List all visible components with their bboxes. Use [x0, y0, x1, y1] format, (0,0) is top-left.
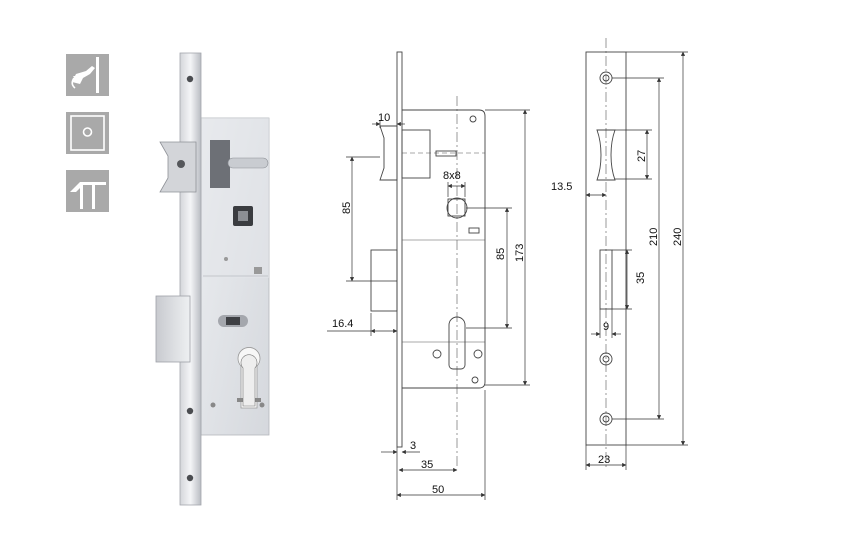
- lock-product-image: [155, 52, 270, 506]
- dim-backset: 35: [421, 459, 433, 471]
- faceplate-view-drawing: 27 13.5 210 240 35 9 23: [551, 38, 688, 470]
- dim-hole-spacing: 210: [648, 228, 660, 246]
- dim-case-height: 173: [514, 244, 526, 262]
- cylinder-icon: [66, 112, 109, 154]
- dim-bolt-opening-width: 9: [603, 321, 609, 333]
- dim-faceplate-length: 240: [672, 228, 684, 246]
- dim-case-depth: 50: [432, 484, 444, 496]
- dim-faceplate-width: 23: [598, 454, 610, 466]
- door-frame-icon: [66, 170, 109, 212]
- door-handle-icon: [66, 54, 109, 96]
- dim-bolt-opening-height: 35: [635, 272, 647, 284]
- front-view-drawing: 10 8x8 85 85 173 16.4 3 35: [327, 51, 530, 500]
- dim-latch-opening-height: 27: [636, 150, 648, 162]
- dim-handle-to-cylinder: 85: [341, 202, 353, 214]
- dim-bolt-projection: 16.4: [332, 318, 353, 330]
- dim-faceplate-thickness: 3: [410, 440, 416, 452]
- dim-latch-offset: 13.5: [551, 181, 572, 193]
- dim-latch-width: 10: [378, 112, 390, 124]
- dim-spindle-to-cylinder: 85: [495, 248, 507, 260]
- dim-square-spindle: 8x8: [443, 170, 461, 182]
